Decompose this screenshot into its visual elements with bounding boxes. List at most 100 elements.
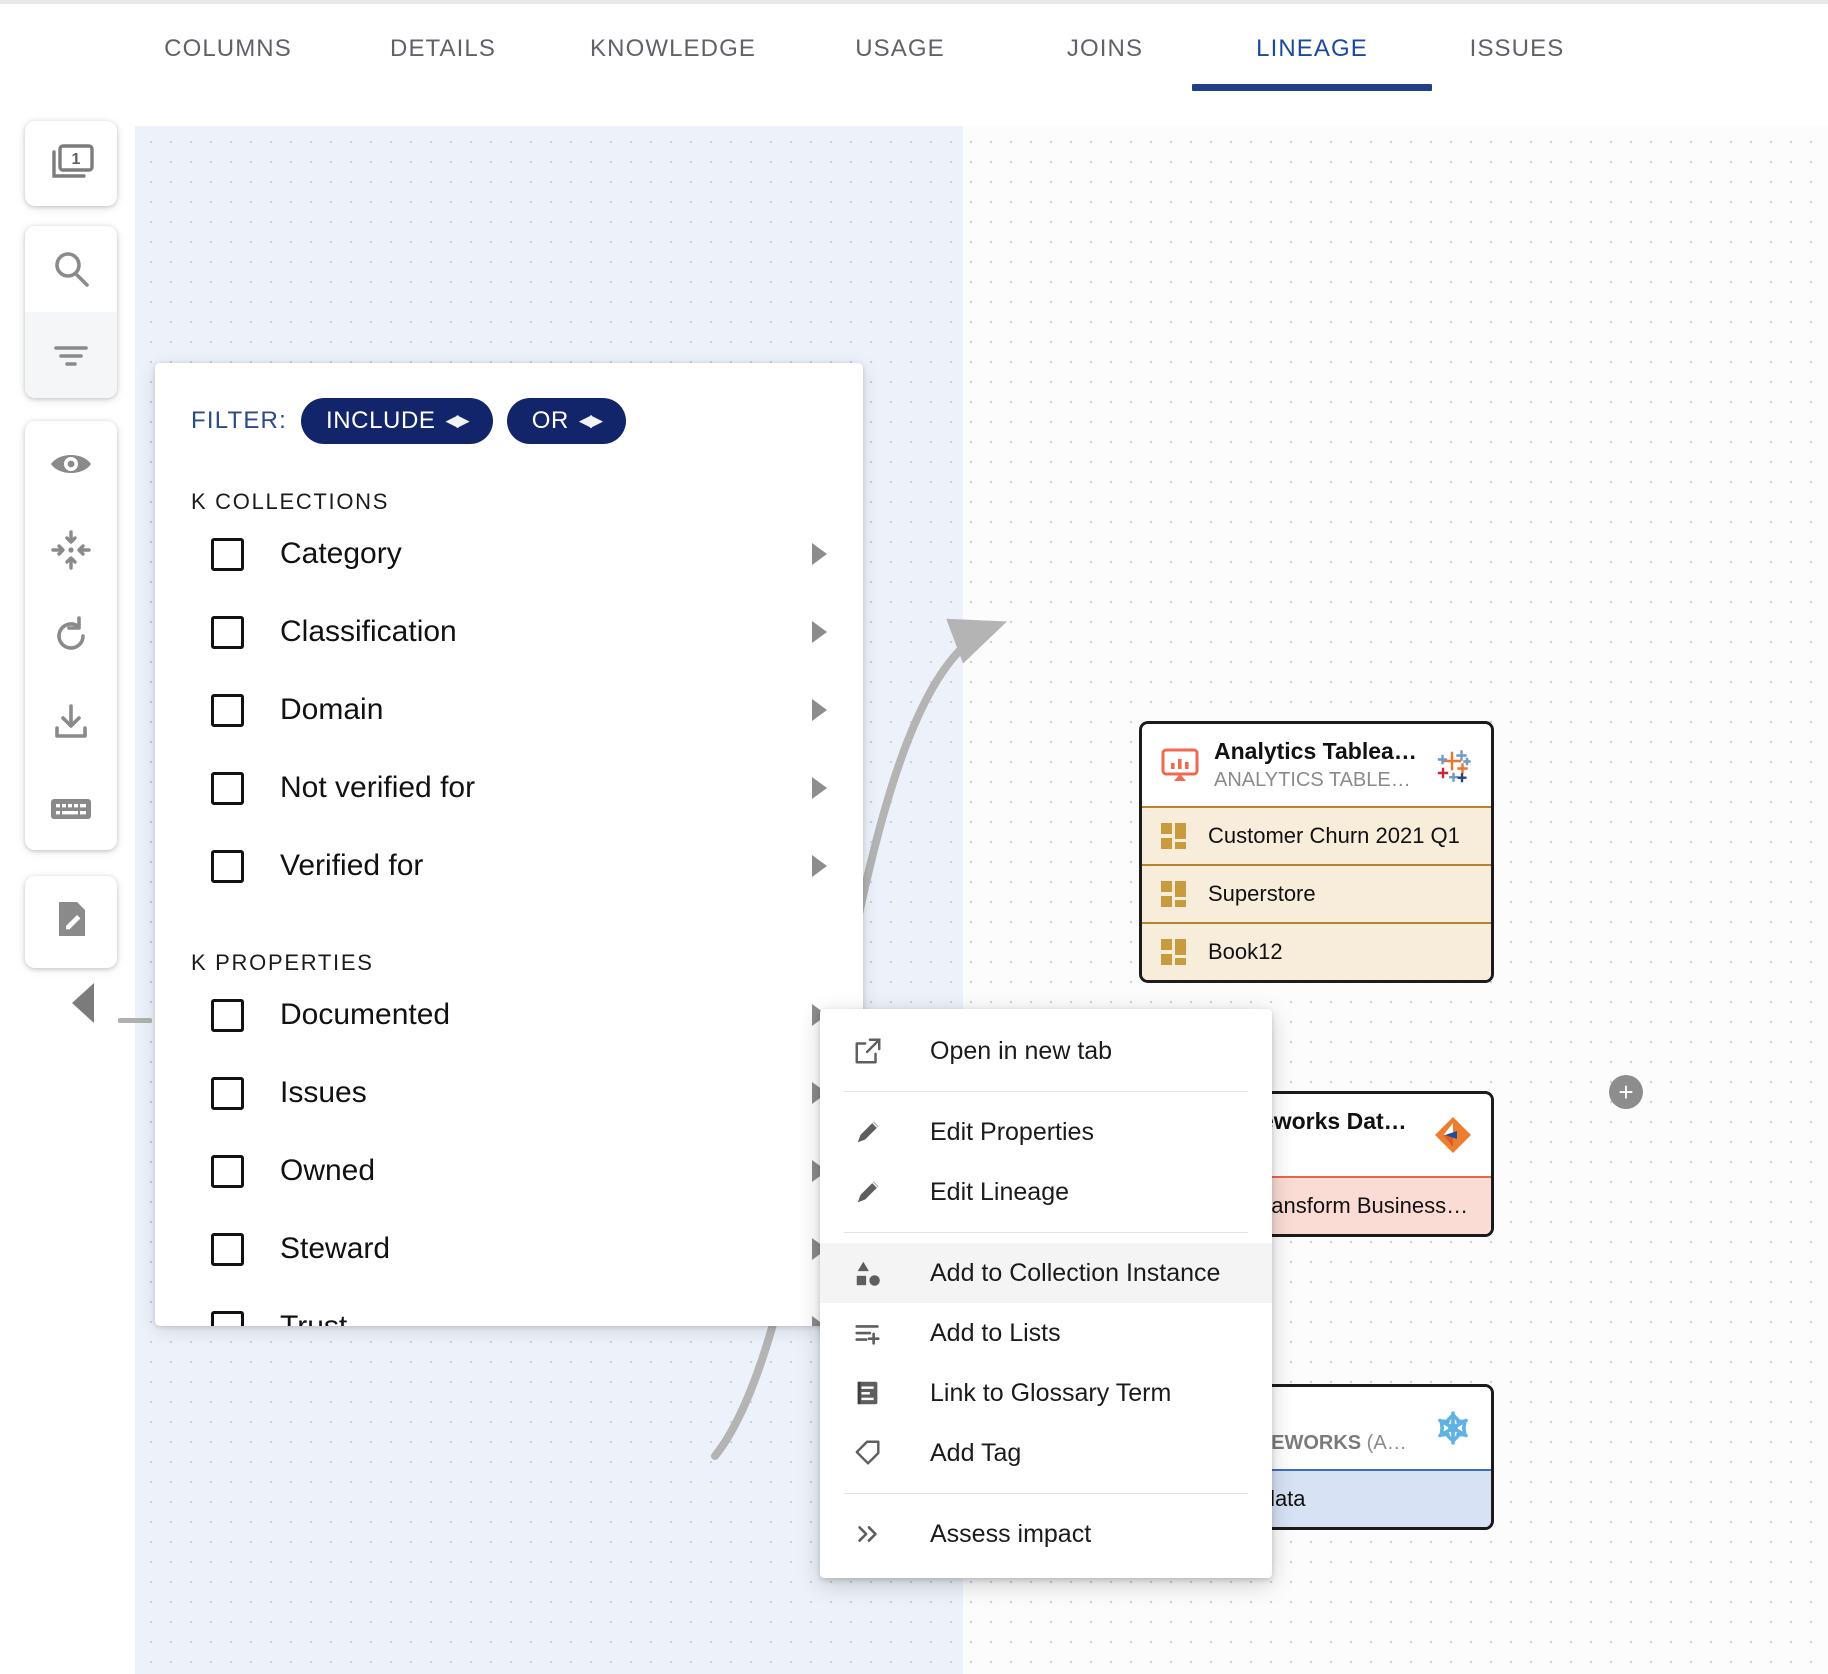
filter-panel: FILTER: INCLUDE ◀▶ OR ◀▶ K COLLECTIONS C… (155, 363, 863, 1326)
menu-item-label: Link to Glossary Term (930, 1378, 1172, 1407)
filter-list: Category Classification Domain Not verif… (173, 515, 845, 905)
node-title: Analytics Tableau Server (1214, 738, 1417, 764)
expand-node-button[interactable]: + (1609, 1075, 1643, 1109)
tab-columns[interactable]: COLUMNS (78, 4, 378, 97)
filter-item-label: Verified for (280, 849, 424, 882)
refresh-icon[interactable] (25, 593, 117, 679)
menu-separator (844, 1232, 1248, 1233)
filter-operator-pill[interactable]: OR ◀▶ (506, 398, 627, 444)
node-asset-row[interactable]: Customer Churn 2021 Q1 (1142, 806, 1491, 864)
filter-item-label: Trust (280, 1310, 812, 1326)
svg-text:1: 1 (72, 151, 81, 168)
tab-issues[interactable]: ISSUES (1392, 4, 1642, 97)
chevron-right-icon[interactable] (812, 543, 827, 565)
menu-item-edit-properties[interactable]: Edit Properties (820, 1102, 1272, 1162)
rail-group-layers: 1 (25, 121, 117, 206)
tab-label: COLUMNS (164, 35, 292, 62)
menu-item-link-to-glossary-term[interactable]: Link to Glossary Term (820, 1363, 1272, 1423)
informatica-logo-icon (1431, 1113, 1475, 1157)
menu-item-label: Edit Lineage (930, 1177, 1070, 1206)
fit-to-screen-icon[interactable] (25, 507, 117, 593)
checkbox[interactable] (211, 537, 244, 571)
tab-usage[interactable]: USAGE (780, 4, 1020, 97)
menu-item-label: Edit Properties (930, 1117, 1094, 1146)
menu-item-edit-lineage[interactable]: Edit Lineage (820, 1162, 1272, 1222)
filter-item-classification[interactable]: Classification (173, 593, 845, 671)
node-asset-label: Customer Churn 2021 Q1 (1208, 823, 1460, 848)
filter-section-title: K PROPERTIES (191, 950, 374, 975)
filter-item-issues[interactable]: Issues (173, 1054, 845, 1132)
node-asset-row[interactable]: Book12 (1142, 922, 1491, 980)
filter-item-label: Classification (280, 615, 457, 648)
lineage-node-tableau[interactable]: Analytics Tableau Server ANALYTICS TABLE… (1139, 721, 1494, 983)
filter-item-verified-for[interactable]: Verified for (173, 827, 845, 905)
filter-section-collections: K COLLECTIONS Category Classification Do… (173, 489, 845, 905)
tab-label: JOINS (1066, 35, 1144, 62)
chevron-right-icon[interactable] (812, 699, 827, 721)
node-asset-row[interactable]: Superstore (1142, 864, 1491, 922)
filter-item-owned[interactable]: Owned (173, 1132, 845, 1210)
external-link-icon (852, 1035, 884, 1067)
checkbox[interactable] (211, 998, 244, 1032)
filter-item-domain[interactable]: Domain (173, 671, 845, 749)
filter-item-label: Owned (280, 1154, 376, 1187)
tab-label: ISSUES (1469, 35, 1565, 62)
tab-joins[interactable]: JOINS (990, 4, 1220, 97)
edit-document-icon[interactable] (25, 876, 117, 962)
menu-item-add-tag[interactable]: Add Tag (820, 1423, 1272, 1483)
tab-details[interactable]: DETAILS (318, 4, 568, 97)
filter-section-properties: K PROPERTIES Documented Issues Owned (173, 950, 845, 1326)
eye-icon[interactable] (25, 421, 117, 507)
checkbox[interactable] (211, 1076, 244, 1110)
filter-item-documented[interactable]: Documented (173, 976, 845, 1054)
filter-item-label: Domain (280, 693, 384, 726)
filter-item-label: Documented (280, 998, 451, 1031)
filter-label: FILTER: (191, 407, 287, 434)
chevron-right-icon[interactable] (812, 1316, 827, 1326)
download-icon[interactable] (25, 679, 117, 765)
filter-item-steward[interactable]: Steward (173, 1210, 845, 1288)
chevron-right-icon[interactable] (812, 621, 827, 643)
menu-item-add-to-collection-instance[interactable]: Add to Collection Instance (820, 1243, 1272, 1303)
rail-group-edit (25, 876, 117, 968)
checkbox[interactable] (211, 771, 244, 805)
filter-list: Documented Issues Owned Steward (173, 976, 845, 1326)
dataset-tile-icon (1160, 880, 1188, 908)
chevron-right-icon[interactable] (812, 855, 827, 877)
filter-item-not-verified-for[interactable]: Not verified for (173, 749, 845, 827)
keyboard-icon[interactable] (25, 765, 117, 850)
filter-header: FILTER: INCLUDE ◀▶ OR ◀▶ (173, 363, 845, 444)
checkbox[interactable] (211, 1310, 244, 1326)
lineage-edge-stub (118, 1018, 152, 1023)
tab-label: DETAILS (390, 35, 496, 62)
checkbox[interactable] (211, 615, 244, 649)
menu-item-open-in-new-tab[interactable]: Open in new tab (820, 1021, 1272, 1081)
menu-item-add-to-lists[interactable]: Add to Lists (820, 1303, 1272, 1363)
layers-icon[interactable]: 1 (25, 121, 117, 206)
menu-item-label: Add to Collection Instance (930, 1258, 1221, 1287)
checkbox[interactable] (211, 1232, 244, 1266)
checkbox[interactable] (211, 849, 244, 883)
rail-group-view-tools (25, 421, 117, 850)
chevron-right-icon[interactable] (812, 777, 827, 799)
checkbox[interactable] (211, 1154, 244, 1188)
filter-item-trust[interactable]: Trust (173, 1288, 845, 1326)
menu-item-assess-impact[interactable]: Assess impact (820, 1504, 1272, 1564)
snowflake-logo-icon (1431, 1406, 1475, 1450)
pencil-icon (852, 1116, 884, 1148)
collapse-panel-arrow[interactable] (72, 983, 94, 1023)
filter-item-label: Issues (280, 1076, 367, 1109)
filter-include-pill-label: INCLUDE (325, 407, 436, 434)
filter-icon[interactable] (25, 312, 117, 398)
tab-lineage[interactable]: LINEAGE (1162, 4, 1462, 97)
search-icon[interactable] (25, 226, 117, 312)
tab-label: USAGE (855, 35, 945, 62)
filter-include-pill[interactable]: INCLUDE ◀▶ (300, 398, 493, 444)
node-asset-label: Superstore (1208, 881, 1316, 906)
filter-item-category[interactable]: Category (173, 515, 845, 593)
checkbox[interactable] (211, 693, 244, 727)
tab-knowledge[interactable]: KNOWLEDGE (498, 4, 848, 97)
